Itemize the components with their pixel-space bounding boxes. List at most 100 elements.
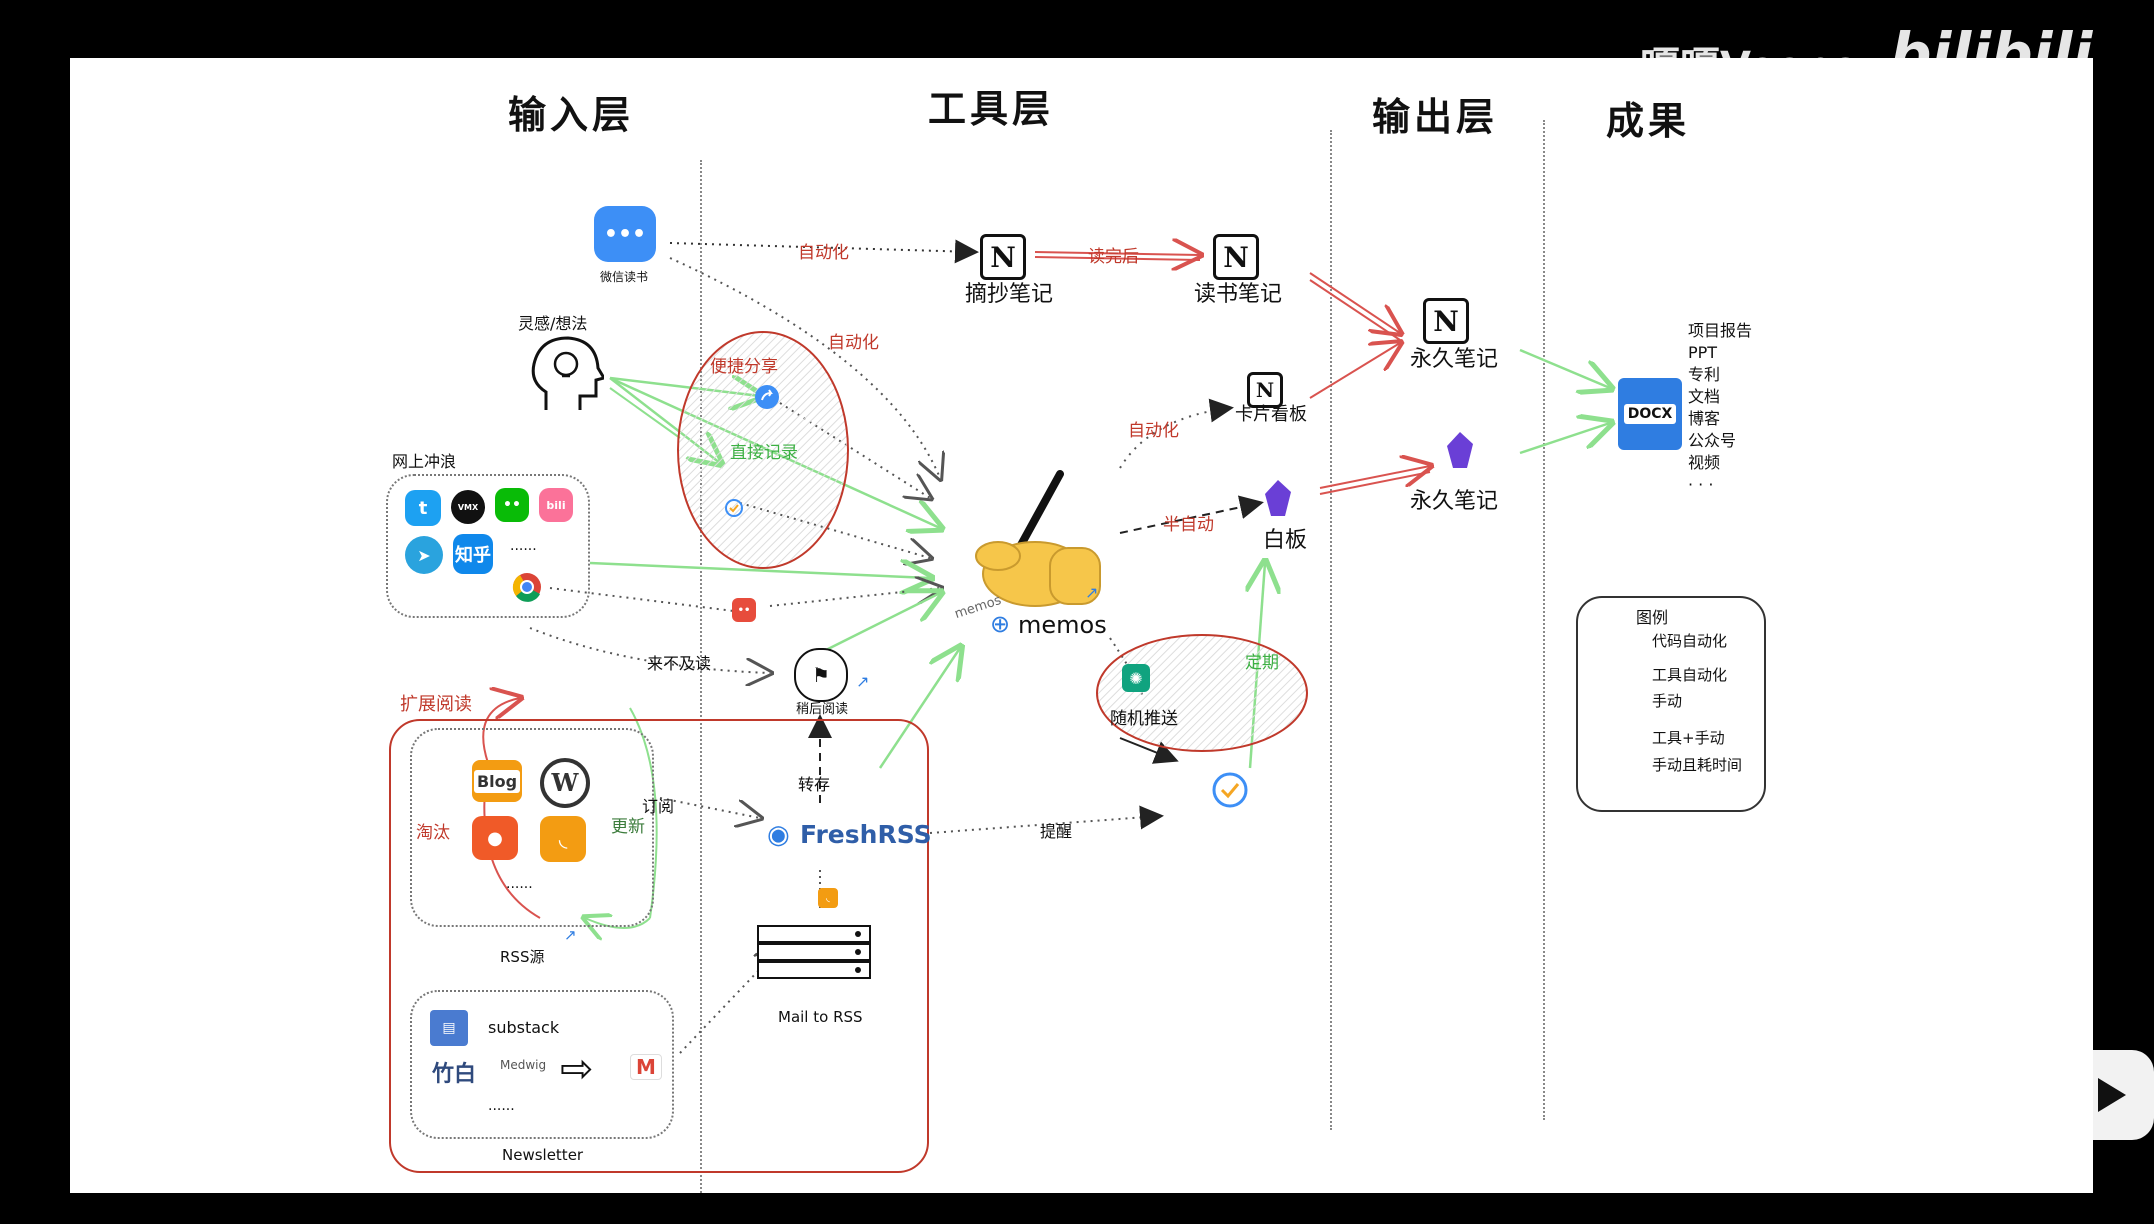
fixed-label: 定期 <box>1245 653 1279 673</box>
result-item: 博客 <box>1688 409 1721 428</box>
legend-item-manual-time: 手动且耗时间 <box>1652 756 1743 774</box>
didi-check-icon[interactable] <box>1210 770 1250 810</box>
remind-label: 提醒 <box>1040 822 1073 841</box>
edge-label-auto-1: 自动化 <box>798 243 849 263</box>
gmail-icon[interactable]: M <box>630 1054 662 1080</box>
wechat-icon[interactable]: •• <box>495 488 529 522</box>
rss-small-icon: ◟ <box>818 888 838 908</box>
memos-link-icon[interactable]: ↗ <box>1085 583 1099 602</box>
legend-item-tool-manual: 工具+手动 <box>1652 729 1725 747</box>
vmx-icon[interactable]: VMX <box>451 490 485 524</box>
obsidian-icon-permanent[interactable] <box>1445 430 1475 470</box>
globe-icon: ⊕ <box>990 610 1011 638</box>
newsletter-icon[interactable]: ▤ <box>430 1010 468 1046</box>
inspiration-label: 灵感/想法 <box>518 314 588 333</box>
chrome-icon[interactable] <box>512 572 542 602</box>
wordpress-icon[interactable]: W <box>540 758 590 808</box>
result-item: 专利 <box>1688 365 1721 384</box>
divider-3 <box>1543 120 1545 1120</box>
weread-icon[interactable]: ••• <box>594 206 656 262</box>
column-title-tools: 工具层 <box>928 87 1055 131</box>
result-item: 视频 <box>1688 453 1721 472</box>
legend-item-code-auto: 代码自动化 <box>1652 632 1728 650</box>
docx-icon[interactable]: DOCX <box>1618 378 1682 450</box>
divider-1 <box>700 160 702 1193</box>
blog-label: Blog <box>473 769 521 793</box>
bilibili-app-icon[interactable]: bili <box>539 488 573 522</box>
divider-2 <box>1330 130 1332 1130</box>
chatgpt-icon[interactable]: ✺ <box>1122 664 1150 692</box>
lightbulb-head-icon <box>531 336 604 410</box>
share-arrow-icon[interactable] <box>754 384 780 410</box>
direct-record-label: 直接记录 <box>730 443 798 463</box>
medwig-label[interactable]: Medwig <box>500 1058 547 1072</box>
rss-link-icon[interactable]: ↗ <box>564 926 577 944</box>
edge-label-semi-auto: 半自动 <box>1163 515 1214 535</box>
extended-reading-label: 扩展阅读 <box>400 694 472 715</box>
permanent-notes-label-2: 永久笔记 <box>1410 489 1499 514</box>
notion-icon-excerpt[interactable]: N <box>980 234 1026 280</box>
writing-hand-icon <box>975 470 1101 607</box>
telegram-icon[interactable]: ➤ <box>405 536 443 574</box>
newsletter-label: Newsletter <box>502 1146 584 1164</box>
result-item: PPT <box>1688 343 1718 362</box>
edge-label-read-done: 读完后 <box>1088 247 1139 267</box>
notion-icon-permanent[interactable]: N <box>1423 298 1469 344</box>
twitter-icon[interactable]: t <box>405 490 441 526</box>
result-item: 文档 <box>1688 387 1721 406</box>
read-later-caption: 稍后阅读 <box>796 702 849 717</box>
column-title-input: 输入层 <box>508 93 635 137</box>
obsidian-icon-whiteboard[interactable] <box>1263 478 1293 518</box>
legend <box>1576 596 1766 812</box>
tick-icon-small[interactable] <box>724 498 744 518</box>
online-surfing-label: 网上冲浪 <box>392 452 457 471</box>
more-sources-dots: ...... <box>510 538 537 554</box>
arrow-right-icon: ⇨ <box>560 1046 594 1092</box>
edge-label-auto-2: 自动化 <box>828 333 879 353</box>
notion-icon-reading[interactable]: N <box>1213 234 1259 280</box>
random-push-label: 随机推送 <box>1110 709 1178 729</box>
whiteboard-label: 白板 <box>1263 528 1308 553</box>
read-later-icon[interactable]: ⚑ <box>794 648 848 702</box>
result-item: · · · <box>1688 475 1714 494</box>
clipper-icon[interactable]: •• <box>732 598 756 622</box>
freshrss-label[interactable]: FreshRSS <box>800 820 932 849</box>
subscribe-label: 订阅 <box>642 797 675 816</box>
zhubai-label[interactable]: 竹白 <box>432 1062 477 1087</box>
freshrss-logo-icon[interactable]: ◉ <box>767 820 790 850</box>
server-icon <box>757 925 871 979</box>
rss-sources-group <box>410 728 654 927</box>
result-item: 项目报告 <box>1688 321 1753 340</box>
update-label: 更新 <box>611 817 645 837</box>
memos-label: memos <box>1018 611 1107 639</box>
edge-label-auto-3: 自动化 <box>1128 421 1179 441</box>
external-link-icon[interactable]: ↗ <box>856 672 870 691</box>
legend-title: 图例 <box>1636 608 1669 627</box>
extended-reading-box <box>389 719 929 1173</box>
diagram-canvas: 输入层 工具层 输出层 成果 <box>70 58 2093 1193</box>
blog-icon[interactable]: Blog <box>472 760 522 802</box>
notion-icon-cardboard[interactable]: N <box>1247 372 1283 408</box>
quick-post-label: 便捷分享 <box>710 357 778 377</box>
substack-label[interactable]: substack <box>488 1018 560 1037</box>
review-ellipse <box>1096 634 1308 752</box>
excerpt-notes-label: 摘抄笔记 <box>965 282 1054 307</box>
no-time-read-label: 来不及读 <box>647 654 712 673</box>
rss-icon[interactable]: ◟ <box>540 816 586 862</box>
quick-capture-ellipse <box>677 331 849 569</box>
svg-text:W: W <box>551 768 580 797</box>
newsletter-more-dots: ...... <box>488 1098 515 1114</box>
zhihu-icon[interactable]: 知乎 <box>453 534 493 574</box>
rss-reader-icon[interactable]: ● <box>472 816 518 860</box>
weread-caption: 微信读书 <box>600 270 649 284</box>
docx-label: DOCX <box>1623 404 1677 424</box>
rss-source-label: RSS源 <box>500 948 545 966</box>
legend-item-tool-auto: 工具自动化 <box>1652 666 1728 684</box>
permanent-notes-label-1: 永久笔记 <box>1410 347 1499 372</box>
newsletter-group <box>410 990 674 1139</box>
reading-notes-label: 读书笔记 <box>1194 282 1283 307</box>
legend-item-manual: 手动 <box>1652 692 1683 710</box>
rss-more-dots: ...... <box>506 876 533 892</box>
result-item: 公众号 <box>1688 431 1737 450</box>
hatched-regions <box>389 331 1308 1173</box>
